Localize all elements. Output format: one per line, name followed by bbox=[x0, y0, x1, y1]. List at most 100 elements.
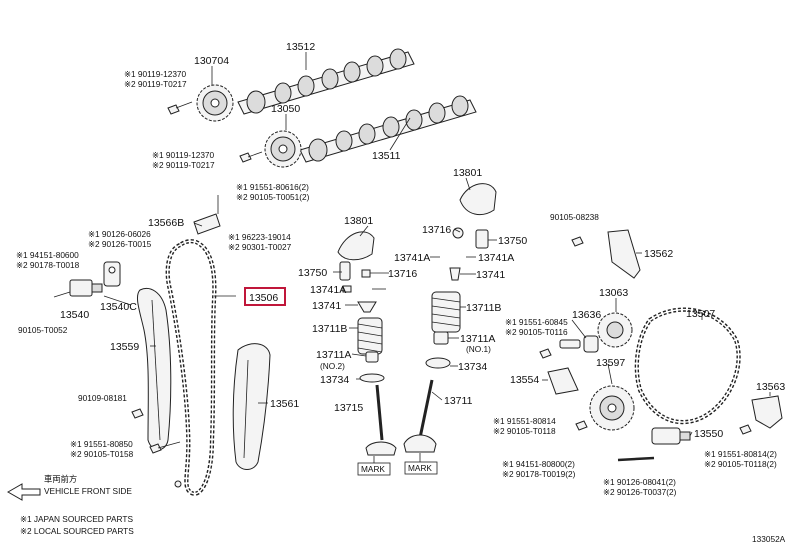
label-13506[interactable]: 13506 bbox=[249, 292, 278, 304]
valve-keeper-left[interactable] bbox=[342, 285, 352, 293]
label-no1: (NO.1) bbox=[466, 344, 491, 354]
label-13512: 13512 bbox=[286, 41, 315, 53]
tensioner-plate[interactable] bbox=[103, 261, 121, 287]
label-no2-left: (NO.2) bbox=[320, 361, 345, 371]
label-13741A-upper-left: 13741A bbox=[394, 252, 430, 264]
label-13741A-left: 13741A bbox=[310, 284, 346, 296]
label-13563: 13563 bbox=[756, 381, 785, 393]
fastener-90109-08181: 90109-08181 bbox=[78, 393, 127, 403]
valve-retainer-left[interactable] bbox=[357, 301, 377, 313]
valve-spring-seat-left[interactable] bbox=[359, 373, 385, 383]
bolt-lower-middle[interactable] bbox=[575, 420, 588, 431]
bolt-right-edge[interactable] bbox=[739, 424, 752, 435]
guide-pin[interactable] bbox=[174, 480, 182, 488]
fastener-91551-80616: ※1 91551-80616(2) bbox=[236, 182, 309, 192]
label-13050: 13050 bbox=[271, 103, 300, 115]
valve-keeper-right[interactable] bbox=[449, 267, 461, 281]
fastener-96223-19014: ※1 96223-19014 bbox=[228, 232, 291, 242]
fastener-90105-T0116: ※2 90105-T0116 bbox=[505, 327, 568, 337]
lash-adjuster-left[interactable] bbox=[339, 261, 351, 281]
direction-label-en: VEHICLE FRONT SIDE bbox=[44, 486, 132, 496]
label-13711A-right: 13711A bbox=[460, 333, 495, 345]
label-13562: 13562 bbox=[644, 248, 673, 260]
label-13540: 13540 bbox=[60, 309, 89, 321]
label-13716-right: 13716 bbox=[422, 224, 451, 236]
oil-pump-chain[interactable] bbox=[634, 307, 741, 425]
camshaft-exhaust[interactable] bbox=[237, 48, 415, 115]
guide-bolt-lower[interactable] bbox=[149, 441, 181, 454]
camshaft-timing-gear-exhaust[interactable] bbox=[196, 84, 234, 122]
fastener-90119-12370-a: ※1 90119-12370 bbox=[124, 69, 187, 79]
fastener-90119-12370-b: ※1 90119-12370 bbox=[152, 150, 215, 160]
small-cap-13716-left[interactable] bbox=[361, 269, 371, 278]
bolt-13554[interactable] bbox=[539, 348, 552, 359]
label-13750-right: 13750 bbox=[498, 235, 527, 247]
label-13597: 13597 bbox=[596, 357, 625, 369]
mark-box-intake bbox=[404, 461, 438, 475]
chain-tensioner-13550[interactable] bbox=[651, 427, 691, 445]
gear-bolt-lower[interactable] bbox=[239, 151, 263, 163]
lash-adjuster-right[interactable] bbox=[475, 229, 489, 249]
stud-bolt-lower-right[interactable] bbox=[617, 456, 655, 462]
label-13540C: 13540C bbox=[100, 301, 137, 313]
label-13511: 13511 bbox=[372, 150, 401, 162]
fastener-90105-T0052: 90105-T0052 bbox=[18, 325, 68, 335]
fastener-90178-T0019: ※2 90178-T0019(2) bbox=[502, 469, 576, 479]
label-13716-left: 13716 bbox=[388, 268, 417, 280]
valve-stem-seal-left[interactable] bbox=[365, 351, 379, 363]
label-13711A-left: 13711A bbox=[316, 349, 351, 361]
label-130704: 130704 bbox=[194, 55, 229, 67]
small-bolt-90105-08238[interactable] bbox=[571, 236, 584, 247]
label-13750-left: 13750 bbox=[298, 267, 327, 279]
leader-lines bbox=[103, 52, 771, 437]
fastener-94151-80800: ※1 94151-80800(2) bbox=[502, 459, 575, 469]
rocker-arm-right[interactable] bbox=[459, 183, 497, 216]
chain-guide-13554[interactable] bbox=[547, 367, 579, 395]
intake-valve[interactable] bbox=[403, 379, 437, 453]
guide-bolt-middle[interactable] bbox=[131, 408, 144, 419]
fastener-91551-80850: ※1 91551-80850 bbox=[70, 439, 133, 449]
camshaft-timing-gear-intake[interactable] bbox=[264, 130, 302, 168]
label-13711B-right: 13711B bbox=[466, 302, 501, 314]
label-13561: 13561 bbox=[270, 398, 299, 410]
label-13734-left: 13734 bbox=[320, 374, 349, 386]
drive-sprocket[interactable] bbox=[589, 385, 635, 431]
label-13741A-upper-right: 13741A bbox=[478, 252, 514, 264]
idler-bushing[interactable] bbox=[583, 335, 599, 353]
chain-guide-right[interactable] bbox=[607, 229, 641, 279]
label-13741-left: 13741 bbox=[312, 300, 341, 312]
fastener-91551-60845: ※1 91551-60845 bbox=[505, 317, 568, 327]
fastener-90105-T0118-b: ※2 90105-T0118(2) bbox=[704, 459, 777, 469]
fastener-90105-T0051: ※2 90105-T0051(2) bbox=[236, 192, 310, 202]
valve-spring-seat-right[interactable] bbox=[425, 357, 451, 369]
chain-guide-13563[interactable] bbox=[751, 395, 783, 429]
valve-stem-seal-right[interactable] bbox=[433, 331, 449, 345]
small-cap-13716[interactable] bbox=[452, 227, 464, 239]
rocker-arm-left[interactable] bbox=[337, 231, 375, 261]
fastener-90126-08041: ※1 90126-08041(2) bbox=[603, 477, 676, 487]
label-13711B-left: 13711B bbox=[312, 323, 347, 335]
label-13554: 13554 bbox=[510, 374, 539, 386]
fastener-91551-80814-a: ※1 91551-80814 bbox=[493, 416, 556, 426]
chain-vibration-damper[interactable] bbox=[232, 343, 271, 470]
fastener-90126-06026: ※1 90126-06026 bbox=[88, 229, 151, 239]
camshaft-intake[interactable] bbox=[299, 95, 477, 163]
fastener-90126-T0037: ※2 90126-T0037(2) bbox=[603, 487, 677, 497]
valve-spring-left[interactable] bbox=[357, 317, 383, 355]
chain-tensioner-slipper[interactable] bbox=[137, 287, 172, 451]
idler-shaft[interactable] bbox=[559, 339, 581, 349]
label-13063: 13063 bbox=[599, 287, 628, 299]
chain-tensioner[interactable] bbox=[53, 279, 103, 298]
label-13550: 13550 bbox=[694, 428, 723, 440]
chain-guide-bracket[interactable] bbox=[193, 195, 221, 235]
fastener-90119-T0217-b: ※2 90119-T0217 bbox=[152, 160, 215, 170]
idler-sprocket[interactable] bbox=[597, 312, 633, 348]
vehicle-front-arrow-icon bbox=[6, 483, 41, 501]
gear-bolt-upper[interactable] bbox=[167, 101, 193, 115]
exhaust-valve[interactable] bbox=[365, 384, 397, 456]
legend-japan: ※1 JAPAN SOURCED PARTS bbox=[20, 514, 133, 524]
timing-chain-main[interactable] bbox=[165, 239, 217, 496]
highlight-box-13506[interactable] bbox=[244, 287, 286, 306]
valve-spring-right[interactable] bbox=[431, 291, 461, 333]
